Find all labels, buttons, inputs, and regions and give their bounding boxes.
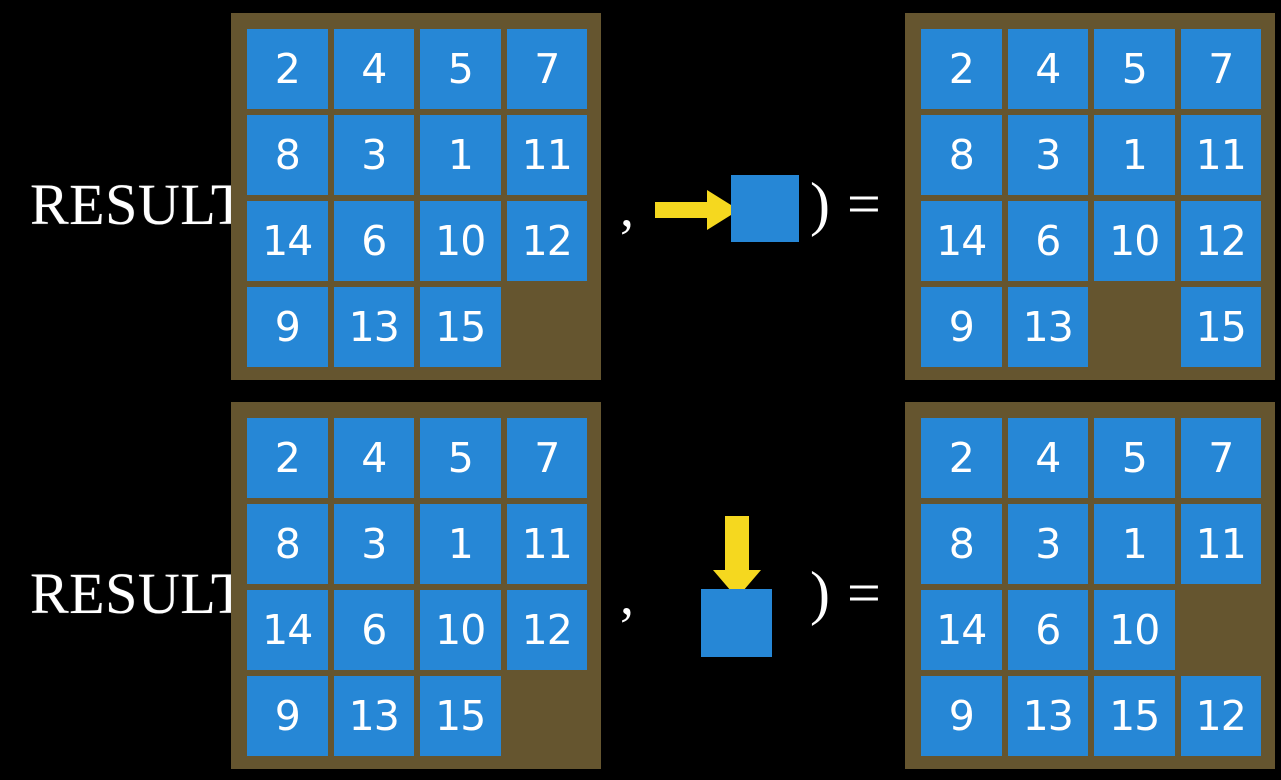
tile[interactable]: 11: [506, 115, 587, 195]
close-paren-top: ): [810, 171, 830, 237]
tile[interactable]: 9: [921, 287, 1002, 367]
tile-grid: 2 4 5 7 8 3 1 11 14 6 10 12 9 13 15: [247, 29, 587, 367]
tile-grid: 2 4 5 7 8 3 1 11 14 6 10 12 9 13 15: [247, 418, 587, 756]
tile[interactable]: 12: [1180, 201, 1261, 281]
result-function-label-bottom: RESULT(: [30, 561, 267, 626]
tile[interactable]: 4: [333, 29, 414, 109]
tile[interactable]: 15: [420, 287, 501, 367]
tile[interactable]: 14: [921, 590, 1002, 670]
tile[interactable]: 8: [921, 115, 1002, 195]
tile[interactable]: 6: [333, 590, 414, 670]
tile[interactable]: 3: [333, 504, 414, 584]
arrow-down-icon: [713, 516, 761, 598]
argument-separator-comma-bottom: ,: [620, 565, 634, 627]
tile[interactable]: 5: [1094, 418, 1175, 498]
tile[interactable]: 3: [1007, 115, 1088, 195]
argument-separator-comma-top: ,: [620, 177, 634, 239]
tile[interactable]: 2: [921, 418, 1002, 498]
tile[interactable]: 7: [1180, 29, 1261, 109]
tile[interactable]: 9: [921, 676, 1002, 756]
tile[interactable]: 11: [1180, 504, 1261, 584]
tile[interactable]: 12: [1180, 676, 1261, 756]
tile[interactable]: 1: [420, 504, 501, 584]
tile[interactable]: 11: [506, 504, 587, 584]
tile[interactable]: 1: [1094, 115, 1175, 195]
empty-slot[interactable]: [507, 676, 588, 756]
arrow-right-icon: [655, 190, 739, 230]
tile[interactable]: 5: [420, 29, 501, 109]
tile[interactable]: 3: [1007, 504, 1088, 584]
moving-tile-bottom[interactable]: [701, 589, 772, 657]
tile[interactable]: 8: [921, 504, 1002, 584]
tile[interactable]: 10: [420, 590, 501, 670]
tile[interactable]: 8: [247, 504, 328, 584]
tile[interactable]: 15: [1180, 287, 1261, 367]
tile[interactable]: 7: [506, 418, 587, 498]
result-function-label-top: RESULT(: [30, 172, 267, 237]
tile[interactable]: 9: [247, 676, 328, 756]
tile[interactable]: 14: [921, 201, 1002, 281]
tile[interactable]: 9: [247, 287, 328, 367]
tile[interactable]: 11: [1180, 115, 1261, 195]
tile[interactable]: 14: [247, 590, 328, 670]
tile[interactable]: 10: [420, 201, 501, 281]
tile[interactable]: 5: [420, 418, 501, 498]
tile[interactable]: 4: [1007, 29, 1088, 109]
tile[interactable]: 13: [1007, 287, 1088, 367]
tile[interactable]: 7: [506, 29, 587, 109]
input-board-bottom: 2 4 5 7 8 3 1 11 14 6 10 12 9 13 15: [231, 402, 601, 769]
tile[interactable]: 12: [506, 201, 587, 281]
tile[interactable]: 2: [247, 29, 328, 109]
tile[interactable]: 7: [1180, 418, 1261, 498]
tile[interactable]: 1: [1094, 504, 1175, 584]
tile[interactable]: 5: [1094, 29, 1175, 109]
empty-slot[interactable]: [1094, 287, 1175, 367]
tile[interactable]: 8: [247, 115, 328, 195]
moving-tile-top[interactable]: [731, 175, 799, 242]
tile[interactable]: 14: [247, 201, 328, 281]
tile[interactable]: 13: [333, 287, 414, 367]
tile[interactable]: 2: [921, 29, 1002, 109]
empty-slot[interactable]: [507, 287, 588, 367]
tile[interactable]: 15: [1094, 676, 1175, 756]
tile[interactable]: 2: [247, 418, 328, 498]
tile[interactable]: 15: [420, 676, 501, 756]
tile[interactable]: 10: [1094, 590, 1175, 670]
tile[interactable]: 1: [420, 115, 501, 195]
input-board-top: 2 4 5 7 8 3 1 11 14 6 10 12 9 13 15: [231, 13, 601, 380]
tile[interactable]: 6: [1007, 590, 1088, 670]
output-board-bottom: 2 4 5 7 8 3 1 11 14 6 10 9 13 15 12: [905, 402, 1275, 769]
tile[interactable]: 13: [333, 676, 414, 756]
tile-grid: 2 4 5 7 8 3 1 11 14 6 10 9 13 15 12: [921, 418, 1261, 756]
output-board-top: 2 4 5 7 8 3 1 11 14 6 10 12 9 13 15: [905, 13, 1275, 380]
tile[interactable]: 4: [333, 418, 414, 498]
close-paren-bottom: ): [810, 560, 830, 626]
tile[interactable]: 12: [506, 590, 587, 670]
tile[interactable]: 6: [1007, 201, 1088, 281]
tile[interactable]: 4: [1007, 418, 1088, 498]
tile[interactable]: 13: [1007, 676, 1088, 756]
equals-sign-top: =: [847, 171, 881, 237]
tile-grid: 2 4 5 7 8 3 1 11 14 6 10 12 9 13 15: [921, 29, 1261, 367]
tile[interactable]: 6: [333, 201, 414, 281]
tile[interactable]: 3: [333, 115, 414, 195]
empty-slot[interactable]: [1181, 590, 1262, 670]
equals-sign-bottom: =: [847, 560, 881, 626]
tile[interactable]: 10: [1094, 201, 1175, 281]
